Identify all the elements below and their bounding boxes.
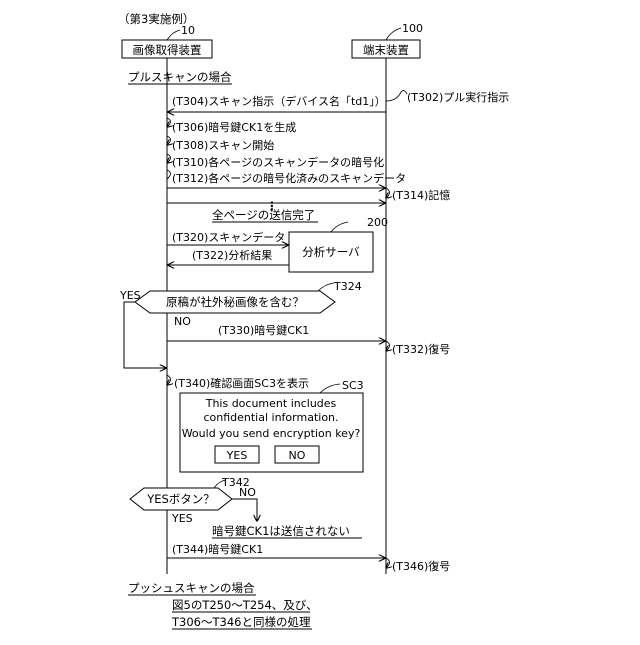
analysis-server-label: 分析サーバ: [302, 245, 360, 259]
decision-t324-ref-leader: [318, 283, 334, 291]
t340-label: (T340)確認画面SC3を表示: [174, 376, 309, 390]
analysis-server: 分析サーバ 200: [289, 216, 388, 272]
dialog-no-button[interactable]: NO: [275, 446, 319, 463]
lifeline-terminal-label: 端末装置: [363, 43, 409, 57]
lifeline-terminal-ref: 100: [402, 22, 423, 35]
decision-t324-no: NO: [174, 315, 191, 328]
t308-label: (T308)スキャン開始: [172, 138, 274, 152]
dialog-yes-button[interactable]: YES: [215, 446, 259, 463]
t308-self-arrow: [167, 136, 171, 145]
t306-self-arrow: [167, 118, 171, 127]
t344-label: (T344)暗号鍵CK1: [172, 542, 263, 556]
push-note-line-1: 図5のT250～T254、及び、: [172, 598, 318, 612]
analysis-server-ref: 200: [367, 216, 388, 229]
t330-label: (T330)暗号鍵CK1: [218, 323, 309, 337]
lifeline-device-ref: 10: [181, 24, 195, 37]
t314-self-arrow: [386, 188, 390, 198]
decision-t324-ref: T324: [333, 280, 362, 293]
all-sent-label: 全ページの送信完了: [212, 208, 315, 222]
t304-label: (T304)スキャン指示（デバイス名「td1」）: [172, 94, 386, 108]
t314-label: (T314)記憶: [392, 188, 450, 202]
t312-self-mark: [167, 170, 171, 179]
t322-label: (T322)分析結果: [192, 248, 272, 262]
lifeline-device-label: 画像取得装置: [133, 43, 202, 57]
t306-label: (T306)暗号鍵CK1を生成: [172, 120, 296, 134]
dialog-line-3: Would you send encryption key?: [182, 427, 361, 440]
not-sent-label: 暗号鍵CK1は送信されない: [212, 524, 350, 538]
t346-label: (T346)復号: [392, 560, 450, 573]
decision-t324-yes: YES: [119, 289, 141, 302]
t340-self-arrow: [167, 375, 171, 385]
lifeline-device-header: 画像取得装置 10: [122, 24, 212, 58]
t302-label: (T302)プル実行指示: [407, 90, 509, 104]
dialog-line-2: confidential information.: [203, 411, 338, 424]
dialog-yes-label: YES: [226, 449, 248, 462]
lifeline-terminal-header: 端末装置 100: [352, 22, 423, 58]
dialog-ref: SC3: [342, 379, 364, 392]
no-branch-arrow: [232, 499, 257, 521]
confirmation-dialog-sc3: This document includes confidential info…: [180, 379, 364, 472]
t310-label: (T310)各ページのスキャンデータの暗号化: [172, 155, 384, 169]
terminal-ref-leader: [386, 28, 401, 40]
device-ref-leader: [167, 30, 180, 40]
decision-t342-yes: YES: [171, 512, 193, 525]
t310-self-arrow: [167, 154, 171, 163]
decision-t342: YESボタン？ T342: [130, 476, 250, 510]
dialog-ref-leader: [320, 384, 340, 393]
decision-t342-no: NO: [239, 486, 256, 499]
push-heading: プッシュスキャンの場合: [128, 581, 255, 595]
decision-t324-label: 原稿が社外秘画像を含む？: [166, 295, 304, 309]
t320-label: (T320)スキャンデータ: [172, 230, 285, 244]
t346-self-arrow: [386, 558, 390, 568]
pull-heading: プルスキャンの場合: [128, 70, 232, 84]
t302-self-arrow: [386, 90, 407, 101]
t332-label: (T332)復号: [392, 343, 450, 356]
dialog-line-1: This document includes: [205, 397, 337, 410]
t332-self-arrow: [386, 341, 390, 351]
decision-t324: 原稿が社外秘画像を含む？ T324: [135, 280, 362, 313]
server-ref-leader: [331, 222, 348, 232]
t312-label: (T312)各ページの暗号化済みのスキャンデータ: [172, 171, 406, 185]
decision-t342-label: YESボタン？: [146, 492, 215, 506]
push-note-line-2: T306～T346と同様の処理: [171, 615, 311, 629]
dialog-no-label: NO: [289, 449, 306, 462]
